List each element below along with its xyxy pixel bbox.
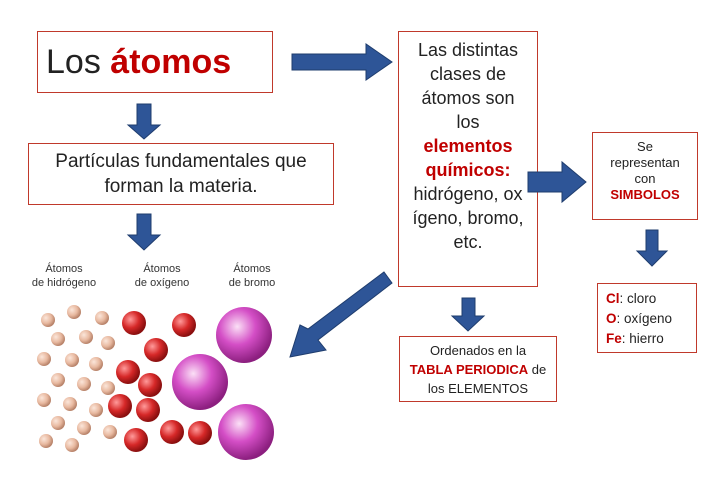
oxygen-atom xyxy=(172,313,196,337)
label-bromine: Átomos de bromo xyxy=(212,262,292,290)
hydrogen-atom xyxy=(77,377,91,391)
hydrogen-atom xyxy=(95,311,109,325)
symbols-box: Se representan con SIMBOLOS xyxy=(592,132,698,220)
hydrogen-atom xyxy=(37,393,51,407)
examples-box: Cl: cloro O: oxígeno Fe: hierro xyxy=(597,283,697,353)
title-box: Los átomos xyxy=(37,31,273,93)
example-row: Fe: hierro xyxy=(606,329,696,349)
classes-highlight-2: químicos: xyxy=(425,160,511,180)
label-oxygen: Átomos de oxígeno xyxy=(122,262,202,290)
title-prefix: Los xyxy=(46,43,101,81)
classes-line-2: clases de xyxy=(429,64,507,84)
hydrogen-atom xyxy=(103,425,117,439)
arrow-diagonal-icon xyxy=(289,271,393,358)
classes-line-5: hidrógeno, ox xyxy=(413,184,523,204)
label-hydrogen: Átomos de hidrógeno xyxy=(22,262,106,290)
periodic-suffix: de xyxy=(528,362,547,377)
hydrogen-atom xyxy=(37,352,51,366)
particles-box: Partículas fundamentales que forman la m… xyxy=(28,143,334,205)
hydrogen-atom xyxy=(67,305,81,319)
hydrogen-atom xyxy=(39,434,53,448)
arrow-down-icon xyxy=(450,297,486,332)
oxygen-atom xyxy=(116,360,140,384)
label-oxygen-line-2: de oxígeno xyxy=(134,277,190,289)
label-hydrogen-line-2: de hidrógeno xyxy=(31,277,97,289)
classes-box: Las distintas clases de átomos son los e… xyxy=(398,31,538,287)
title-highlight: átomos xyxy=(110,43,232,81)
example-name: : cloro xyxy=(619,291,657,306)
example-symbol: Fe xyxy=(606,331,622,346)
hydrogen-atom xyxy=(63,397,77,411)
label-bromine-line-2: de bromo xyxy=(228,277,276,289)
example-symbol: O xyxy=(606,311,617,326)
periodic-line-2: TABLA PERIODICA de xyxy=(400,360,556,379)
particles-line-1: Partículas fundamentales que xyxy=(55,151,307,172)
classes-line-7: etc. xyxy=(453,232,483,252)
classes-line-1: Las distintas xyxy=(417,40,519,60)
example-row: O: oxígeno xyxy=(606,309,696,329)
classes-line-6: ígeno, bromo, xyxy=(412,208,524,228)
example-name: : hierro xyxy=(621,331,664,346)
hydrogen-atom xyxy=(89,357,103,371)
symbols-line-3: con xyxy=(634,171,656,186)
hydrogen-atom xyxy=(77,421,91,435)
symbols-line-1: Se xyxy=(637,139,653,154)
oxygen-atoms xyxy=(108,311,212,452)
example-name: : oxígeno xyxy=(616,311,673,326)
hydrogen-atom xyxy=(41,313,55,327)
hydrogen-atom xyxy=(51,373,65,387)
hydrogen-atom xyxy=(101,336,115,350)
symbols-highlight: SIMBOLOS xyxy=(610,187,680,202)
classes-line-4: los xyxy=(456,112,480,132)
example-row: Cl: cloro xyxy=(606,289,696,309)
example-symbol: Cl xyxy=(606,291,620,306)
periodic-line-1: Ordenados en la xyxy=(429,343,527,358)
hydrogen-atom xyxy=(51,332,65,346)
bromine-atom xyxy=(216,307,272,363)
arrow-down-icon xyxy=(126,213,162,251)
oxygen-atom xyxy=(108,394,132,418)
oxygen-atom xyxy=(136,398,160,422)
hydrogen-atom xyxy=(65,353,79,367)
symbols-line-2: representan xyxy=(610,155,680,170)
classes-highlight-1: elementos xyxy=(423,136,513,156)
arrow-down-icon xyxy=(635,229,669,267)
hydrogen-atom xyxy=(65,438,79,452)
hydrogen-atom xyxy=(79,330,93,344)
oxygen-atom xyxy=(138,373,162,397)
oxygen-atom xyxy=(124,428,148,452)
periodic-box: Ordenados en la TABLA PERIODICA de los E… xyxy=(399,336,557,402)
arrow-down-icon xyxy=(126,103,162,140)
periodic-highlight: TABLA PERIODICA xyxy=(409,362,529,377)
hydrogen-atom xyxy=(51,416,65,430)
oxygen-atom xyxy=(188,421,212,445)
bromine-atom xyxy=(172,354,228,410)
label-bromine-line-1: Átomos xyxy=(233,263,271,275)
label-hydrogen-line-1: Átomos xyxy=(45,263,83,275)
arrow-right-icon xyxy=(291,43,393,81)
hydrogen-atom xyxy=(101,381,115,395)
particles-line-2: forman la materia. xyxy=(104,176,258,197)
bromine-atoms xyxy=(172,307,274,460)
classes-line-3: átomos son xyxy=(421,88,515,108)
oxygen-atom xyxy=(144,338,168,362)
hydrogen-atoms xyxy=(37,305,117,452)
oxygen-atom xyxy=(122,311,146,335)
periodic-line-3: los ELEMENTOS xyxy=(427,381,529,396)
arrow-right-icon xyxy=(527,160,587,204)
bromine-atom xyxy=(218,404,274,460)
oxygen-atom xyxy=(160,420,184,444)
hydrogen-atom xyxy=(89,403,103,417)
label-oxygen-line-1: Átomos xyxy=(143,263,181,275)
